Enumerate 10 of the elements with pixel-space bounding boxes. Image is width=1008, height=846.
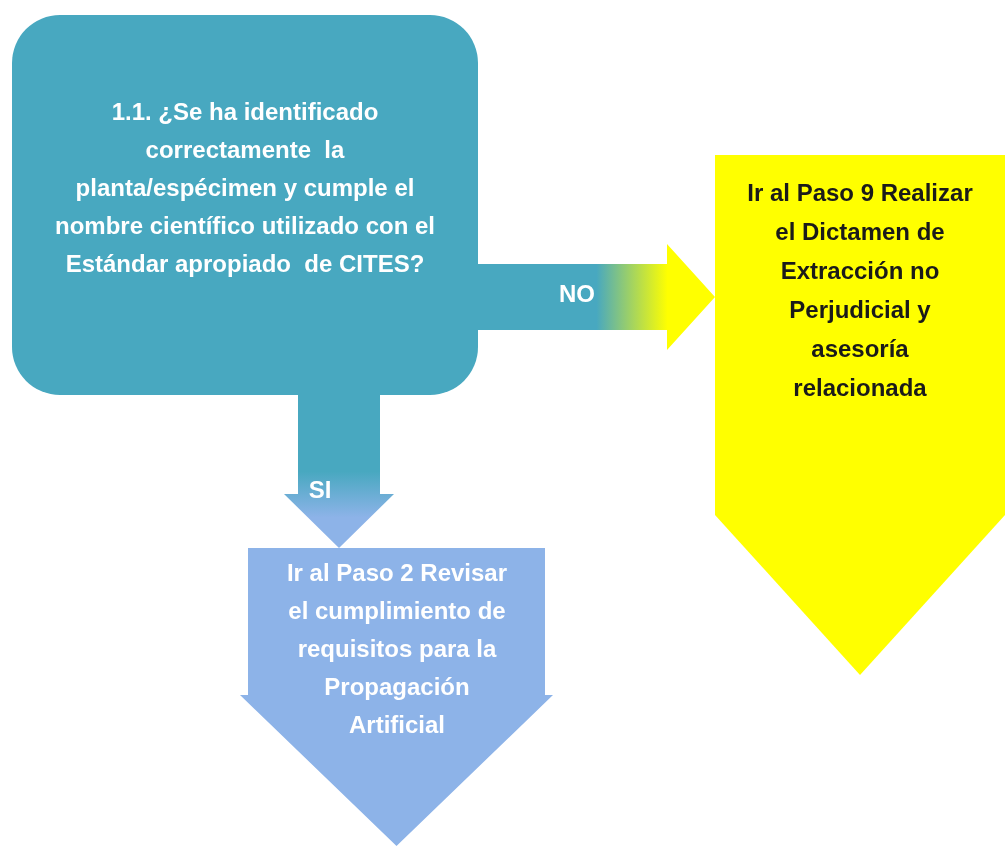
edge-label: SI <box>308 476 332 504</box>
block-arrow <box>478 244 715 350</box>
block-arrow <box>284 395 394 548</box>
down-arrow-shape <box>715 155 1005 675</box>
down-arrow-shape <box>240 548 553 846</box>
node-text: 1.1. ¿Se ha identificado correctamente la planta/espécimen y cumple el nombre científico utilizado con el Estándar apropiado de CITES? <box>53 97 436 279</box>
question-box <box>12 15 478 395</box>
node-text: Ir al Paso 9 Realizar el Dictamen de Extracción no Perjudicial y asesoría relacionada <box>746 178 974 403</box>
node-text: Ir al Paso 2 Revisar el cumplimiento de requisitos para la Propagación Artificial <box>285 558 509 740</box>
edge-label: NO <box>559 280 595 308</box>
